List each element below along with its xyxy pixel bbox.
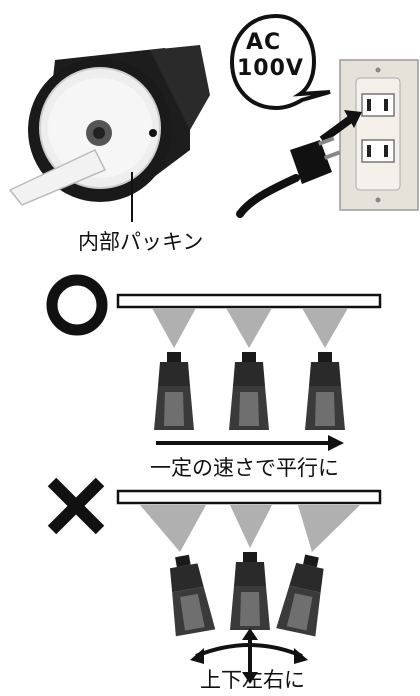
cross-mark-icon (47, 477, 105, 535)
circle-mark-icon (46, 274, 108, 336)
good-sprayer-row (154, 352, 345, 430)
right-arrow-icon (156, 435, 344, 451)
bad-surface-plate (116, 489, 382, 505)
ac-speech-bubble (229, 13, 331, 111)
power-plug (236, 136, 341, 218)
good-surface-plate (116, 293, 382, 309)
good-motion-caption: 一定の速さで平行に (150, 456, 339, 480)
sprayer-head-illustration (8, 45, 210, 206)
bad-motion-caption: 上下左右に (200, 668, 305, 692)
insert-arrow-icon (319, 110, 362, 144)
wall-outlet (339, 59, 419, 211)
packing-label: 内部パッキン (78, 230, 204, 254)
multidirectional-arrow-icon (190, 628, 308, 684)
bad-sprayer-row (169, 552, 324, 637)
ac-voltage-label-line2: 100V (237, 56, 304, 81)
bad-spray-cones (140, 505, 360, 552)
ac-voltage-label-line1: AC (246, 30, 282, 55)
good-spray-cones (152, 308, 348, 348)
